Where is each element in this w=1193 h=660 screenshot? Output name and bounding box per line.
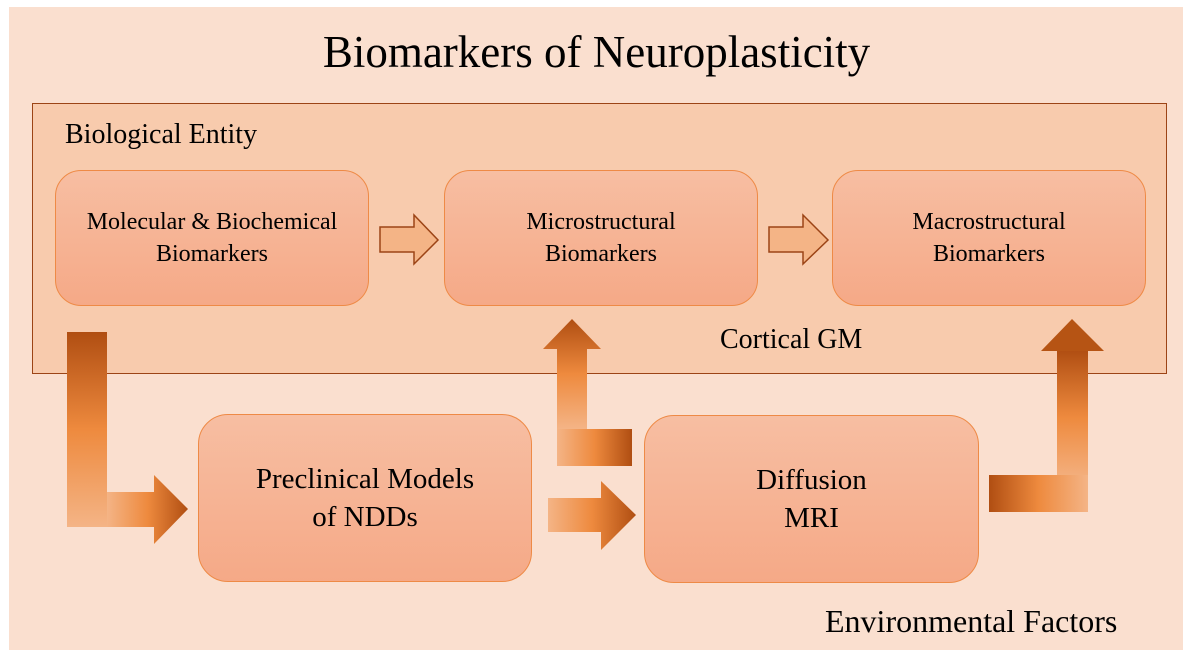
diffusion-mri-box: Diffusion MRI (644, 415, 979, 583)
arrow-molecular-to-preclinical-stem (67, 332, 107, 527)
macrostructural-biomarkers-box: Macrostructural Biomarkers (832, 170, 1146, 306)
arrow-molecular-to-micro (379, 213, 440, 266)
biological-entity-label: Biological Entity (65, 119, 258, 150)
arrow-diffusion-to-macro-base (989, 475, 1088, 512)
environmental-factors-label: Environmental Factors (825, 603, 1118, 639)
arrow-molecular-to-preclinical-head (107, 475, 188, 544)
diagram-title: Biomarkers of Neuroplasticity (322, 27, 871, 77)
arrow-diffusion-to-macro-stem (1057, 350, 1088, 485)
cortical-gm-label: Cortical GM (720, 324, 863, 355)
microstructural-biomarkers-box: Microstructural Biomarkers (444, 170, 758, 306)
molecular-biomarkers-box: Molecular & Biochemical Biomarkers (55, 170, 369, 306)
arrow-preclinical-to-diffusion (548, 481, 636, 550)
arrow-micro-to-macro (768, 213, 830, 266)
preclinical-models-box: Preclinical Models of NDDs (198, 414, 532, 582)
arrow-diffusion-to-micro-stem (543, 319, 601, 429)
molecular-biomarkers-text: Molecular & Biochemical Biomarkers (86, 209, 338, 267)
preclinical-models-text: Preclinical Models of NDDs (255, 463, 475, 533)
macrostructural-biomarkers-text: Macrostructural Biomarkers (912, 209, 1066, 267)
microstructural-biomarkers-text: Microstructural Biomarkers (526, 209, 676, 267)
diffusion-mri-text: Diffusion MRI (756, 464, 867, 534)
arrow-diffusion-to-micro-base (557, 429, 632, 466)
arrow-diffusion-to-macro-head (1041, 319, 1104, 351)
